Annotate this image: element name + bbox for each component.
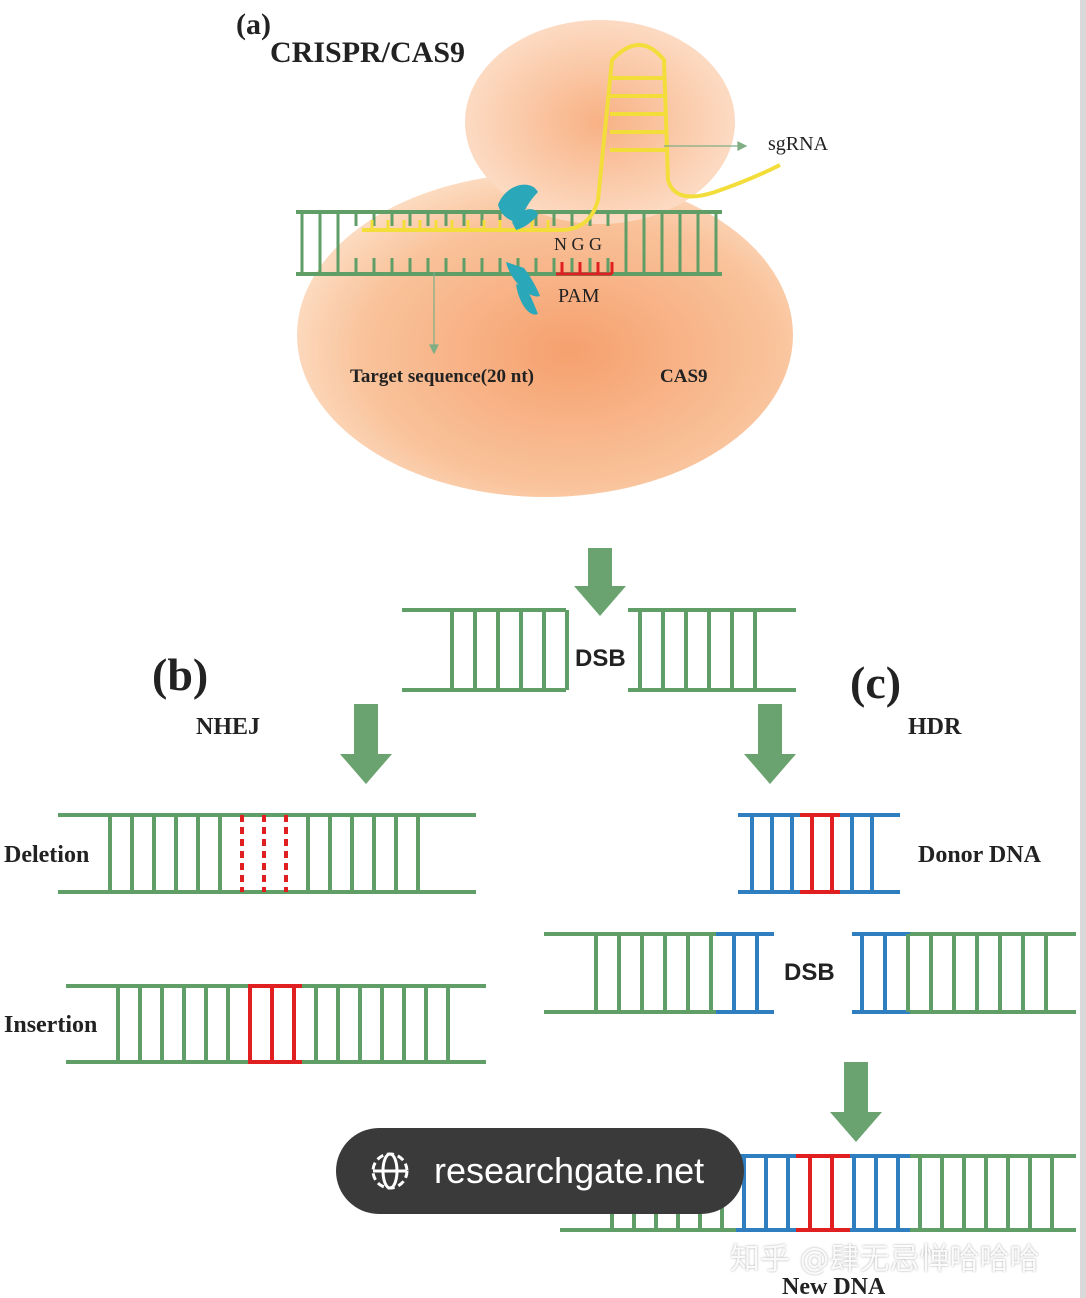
pam-marks <box>556 262 614 276</box>
pam-label: PAM <box>558 285 600 307</box>
hdr-dsb-right <box>852 932 1076 1014</box>
panel-b-letter: (b) <box>152 649 208 700</box>
hdr-dsb-label: DSB <box>784 959 835 986</box>
dsb-fragment-right <box>628 608 796 692</box>
label-pointers <box>429 141 748 355</box>
deletion-label: Deletion <box>4 842 89 868</box>
target-sequence-label: Target sequence(20 nt) <box>350 366 534 387</box>
sgrna-label: sgRNA <box>768 133 829 155</box>
dsb-fragment-left <box>402 608 569 692</box>
hdr-dsb-left <box>544 932 774 1014</box>
target-dna-ladder <box>296 210 722 276</box>
source-domain-text: researchgate.net <box>434 1150 705 1191</box>
panel-c-letter: (c) <box>850 657 901 708</box>
process-arrows <box>340 548 882 1142</box>
new-dna-label: New DNA <box>782 1274 886 1298</box>
window-edge <box>1080 0 1086 1298</box>
dsb-top-label: DSB <box>575 645 626 672</box>
cas9-protein-shape <box>297 20 793 497</box>
ngg-label: N G G <box>554 234 602 254</box>
source-link-chip[interactable]: researchgate.net <box>336 1128 744 1214</box>
insertion-dna <box>66 984 486 1064</box>
cas9-label: CAS9 <box>660 366 708 387</box>
panel-b-title: NHEJ <box>196 714 260 740</box>
globe-icon <box>371 1152 409 1190</box>
panel-c-title: HDR <box>908 714 962 740</box>
panel-a-title: CRISPR/CAS9 <box>270 36 465 69</box>
panel-a-letter: (a) <box>236 8 271 41</box>
cleavage-site-icon <box>498 184 540 315</box>
deletion-dna <box>58 813 476 894</box>
insertion-label: Insertion <box>4 1012 97 1038</box>
zhihu-watermark: 知乎 @肆无忌惮哈哈哈 <box>730 1242 1040 1277</box>
donor-dna <box>738 813 900 894</box>
donor-dna-label: Donor DNA <box>918 842 1042 868</box>
